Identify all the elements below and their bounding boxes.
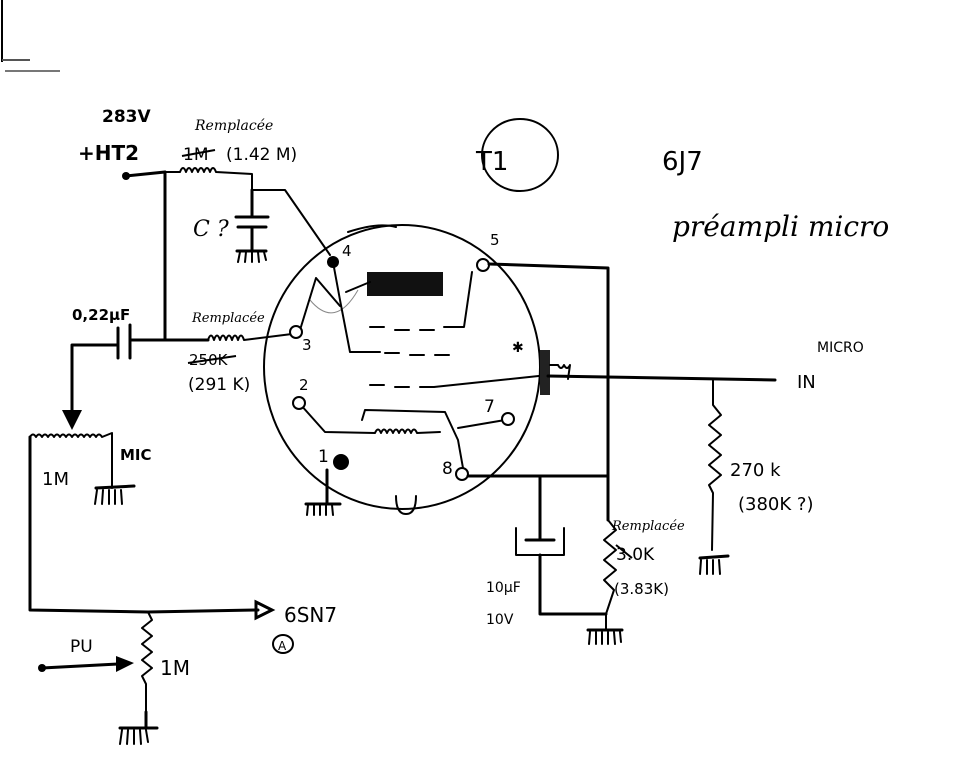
plate-resistor (164, 167, 331, 256)
tube-internals (299, 261, 549, 469)
coupling-cap-label: 0,22µF (72, 306, 130, 324)
pin-2 (292, 396, 306, 410)
ground-icon (586, 628, 624, 645)
tube-id-label: T1 (475, 147, 508, 177)
mic-potentiometer (28, 432, 150, 614)
pin-label: 5 (490, 231, 500, 249)
tube-envelope (263, 224, 541, 515)
pu-pot-value: 1M (160, 656, 190, 680)
output-line (146, 599, 276, 621)
screen-resistor-note: Remplacée (191, 311, 265, 326)
decoupling-capacitor (234, 188, 270, 263)
pin-label: 3 (302, 336, 312, 354)
grid-resistor-note: (380K ?) (738, 494, 813, 515)
strike-cathode-value (615, 544, 633, 559)
ground-icon (698, 554, 730, 575)
pin-4 (327, 256, 339, 268)
mic-pot-label: MIC (120, 446, 152, 464)
ground-icon (304, 468, 342, 516)
cathode-resistor-new-value: (3.83K) (614, 580, 669, 598)
pin-label: 1 (318, 447, 329, 467)
mic-pot-value: 1M (42, 469, 69, 490)
screen-resistor-old-value: 250K (189, 351, 229, 369)
pin-3 (289, 325, 303, 339)
pin-label: 4 (342, 242, 352, 260)
tube-type-label: 6J7 (662, 147, 703, 177)
ground-icon (118, 726, 159, 745)
cathode-cap-value: 10µF (486, 580, 521, 596)
strike-plate-value (181, 149, 216, 157)
ground-icon (235, 249, 268, 263)
tube-id-bubble (481, 118, 559, 192)
pu-input-label: PU (70, 637, 93, 657)
output-marker-circle (272, 634, 294, 654)
tube-pins (289, 256, 515, 481)
ground-icon (94, 484, 136, 505)
output-label: 6SN7 (284, 603, 337, 627)
pin-label: 7 (484, 397, 495, 417)
input-label: MICRO (817, 340, 864, 356)
supply-label: +HT2 (78, 141, 139, 165)
screen-resistor (128, 333, 293, 342)
pin-7 (501, 412, 515, 426)
decoupling-cap-label: C ? (193, 217, 229, 242)
plate-resistor-note: Remplacée (194, 118, 273, 134)
pin-dot-mark: ✱ (512, 340, 524, 356)
grid-resistor (698, 379, 730, 575)
grid-cap (540, 350, 777, 395)
pin-1 (333, 454, 349, 470)
pin-8 (455, 467, 469, 481)
cathode-resistor (586, 519, 624, 645)
description-label: préampli micro (672, 210, 889, 243)
screen-resistor-new-value: (291 K) (188, 375, 250, 395)
strike-screen-value (187, 355, 237, 364)
pin-label: 2 (299, 376, 309, 394)
output-marker: A (278, 639, 287, 653)
cathode-resistor-old-value: 3.0K (616, 545, 655, 565)
supply-node (122, 170, 167, 342)
grid-resistor-value: 270 k (730, 460, 781, 481)
supply-voltage-label: 283V (102, 107, 151, 127)
plate-resistor-old-value: 1M (183, 145, 208, 165)
cathode-resistor-note: Remplacée (611, 519, 685, 534)
pu-potentiometer (38, 611, 159, 745)
cathode-capacitor (515, 527, 608, 616)
coupling-capacitor (62, 323, 132, 430)
pin-5 (476, 258, 490, 272)
input-sub-label: IN (797, 372, 816, 393)
plate-wiring (466, 262, 610, 542)
scan-edge-marks (1, 0, 60, 72)
pin-label: 8 (442, 459, 453, 479)
cathode-cap-voltage: 10V (486, 612, 514, 628)
plate-resistor-new-value: (1.42 M) (226, 145, 297, 165)
